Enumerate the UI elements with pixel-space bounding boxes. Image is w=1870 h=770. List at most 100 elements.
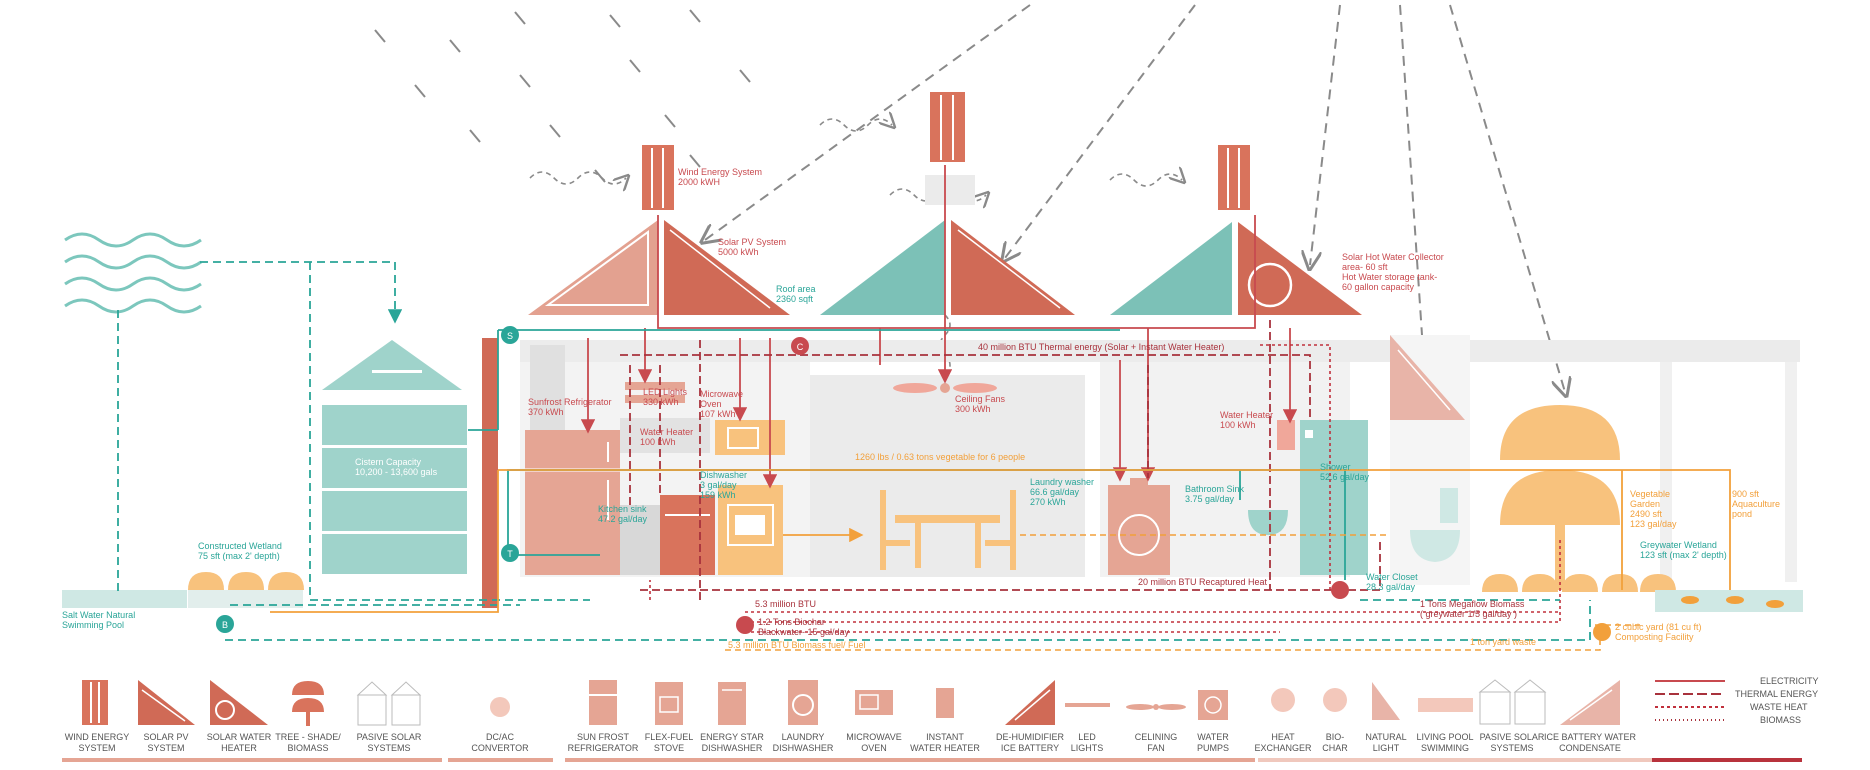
led-icon-legend <box>1065 703 1110 707</box>
legend-label-tree: TREE - SHADE/BIOMASS <box>275 732 341 753</box>
line-legend-thermal: THERMAL ENERGY <box>1735 689 1818 699</box>
roof-panels <box>528 220 1465 420</box>
solar-pv-icon <box>138 680 195 725</box>
label-biomass-bottom: 5.3 million BTU Biomass fuel/ Fuel <box>728 640 866 650</box>
legend-bar-passive <box>1258 758 1658 762</box>
label-thermal-total: 40 million BTU Thermal energy (Solar + I… <box>978 342 1224 352</box>
led-icon <box>625 382 685 390</box>
refrigerator-icon-legend <box>589 680 617 725</box>
dining-table-icon <box>880 490 1016 570</box>
passive-solar-icon-2 <box>1478 679 1547 725</box>
sun-rays <box>374 9 751 183</box>
microwave-icon-legend <box>855 690 893 715</box>
biochar-icon <box>1323 688 1347 712</box>
biochar-node-b <box>216 615 234 633</box>
svg-text:T: T <box>507 549 513 559</box>
nodes: S C T B <box>216 326 1611 641</box>
constructed-wetland <box>188 590 303 608</box>
teal-dashed-lines <box>117 261 1591 641</box>
bathroom-sink-icon <box>1248 510 1288 535</box>
converter-node-s <box>501 326 519 344</box>
toilet-icon <box>1440 488 1458 523</box>
converter-node-c <box>791 337 809 355</box>
svg-text:C: C <box>797 342 804 352</box>
line-legend-biomass: BIOMASS <box>1760 715 1801 725</box>
label-yard-waste: 1 ton yard waste <box>1470 637 1536 647</box>
label-recaptured: 20 million BTU Recaptured Heat <box>1138 577 1268 587</box>
label-vegetable: 1260 lbs / 0.63 tons vegetable for 6 peo… <box>855 452 1025 462</box>
service-column <box>482 338 498 608</box>
water-heater-icon-1 <box>620 418 710 453</box>
water-heater-icon-legend <box>936 688 954 718</box>
refrigerator-icon <box>525 430 620 575</box>
fan-icon <box>1126 704 1186 710</box>
cistern-tank-icon <box>322 340 467 574</box>
wetland-mounds <box>188 572 1676 592</box>
dishwasher-icon-legend <box>718 682 746 725</box>
ice-battery-icon <box>1005 680 1055 725</box>
appliances <box>525 382 1460 575</box>
svg-text:S: S <box>507 331 513 341</box>
ocean-waves-icon <box>64 232 202 314</box>
solar-water-heater-icon <box>210 680 268 725</box>
label-compost: 2 cubic yard (81 cu ft)Composting Facili… <box>1615 622 1702 642</box>
natural-light-icon <box>1372 682 1400 720</box>
heat-exchanger-node-1 <box>736 616 754 634</box>
line-legend-electricity: ELECTRICITY <box>1760 676 1819 686</box>
label-megaflow: 1 Tons Megaflow Biomass( greywater 1/5 g… <box>1420 599 1525 619</box>
water-heater-icon-2 <box>1277 420 1295 450</box>
legend-bar-appliances <box>565 758 1255 762</box>
converter-icon <box>490 697 510 717</box>
ceiling-fan-icon <box>893 383 937 393</box>
legend-bar-energy <box>62 758 442 762</box>
heat-exchanger-icon <box>1271 688 1295 712</box>
legend-bar-converter <box>448 758 553 762</box>
laundry-washer-icon <box>1108 485 1170 575</box>
legend-label-biochar: BIO-CHAR <box>1322 732 1348 753</box>
waste-heat-lines <box>649 344 1561 633</box>
stove-icon-legend <box>655 682 683 725</box>
salt-water-pool <box>62 590 187 608</box>
passive-solar-icon <box>356 681 422 726</box>
heat-exchanger-node-2 <box>1331 581 1349 599</box>
condensate-icon <box>1560 680 1620 725</box>
microwave-icon <box>715 420 785 455</box>
wind-icon <box>82 680 108 725</box>
pool-icon <box>1418 698 1473 712</box>
orange-flow-lines <box>270 469 1731 613</box>
